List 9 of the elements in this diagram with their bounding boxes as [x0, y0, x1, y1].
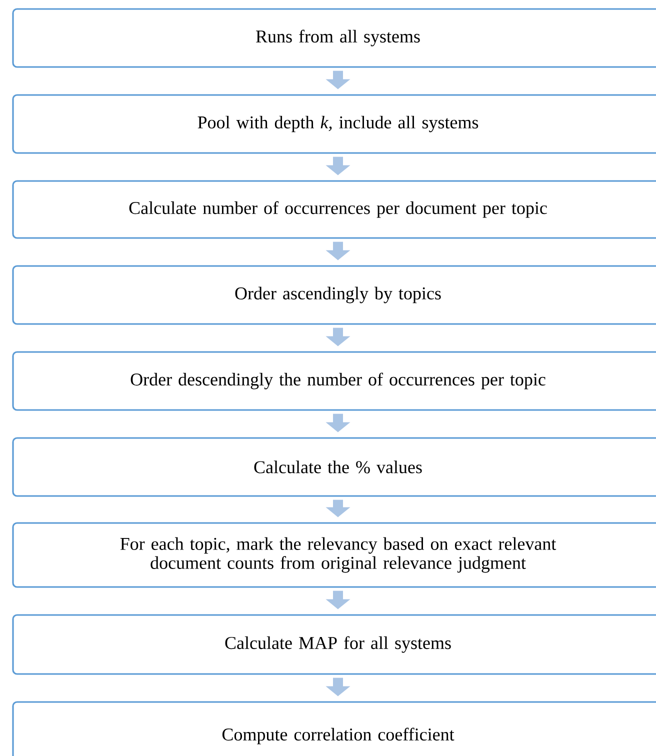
process-box: Compute correlation coefficient — [12, 701, 656, 756]
process-box: Calculate number of occurrences per document per topic — [12, 180, 656, 239]
process-box: Order descendingly the number of occurrences per topic — [12, 351, 656, 411]
process-box: Calculate the % values — [12, 437, 656, 497]
process-box: Runs from all systems — [12, 8, 656, 68]
process-box: For each topic, mark the relevancy based on exact relevant document counts from original relevance judgment — [12, 522, 656, 588]
process-box: Pool with depth k, include all systems — [12, 94, 656, 154]
process-box: Calculate MAP for all systems — [12, 614, 656, 675]
process-box: Order ascendingly by topics — [12, 265, 656, 325]
